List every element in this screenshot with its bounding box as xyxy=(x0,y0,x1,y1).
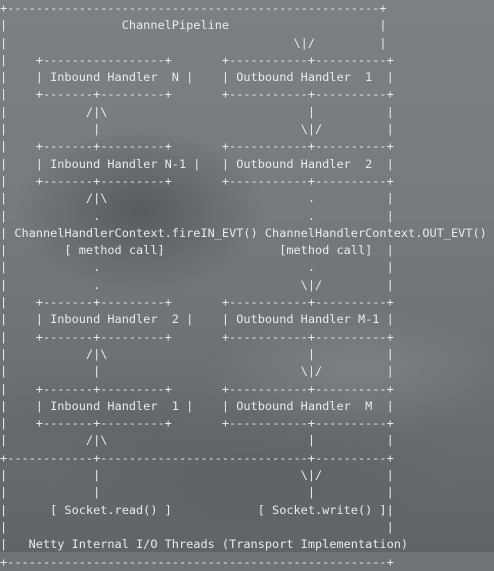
diagram-line: | /|\ | | xyxy=(0,433,394,448)
diagram-line: | | \|/ | xyxy=(0,122,394,137)
diagram-line: | +-------+---------+ +-----------+-----… xyxy=(0,87,394,102)
diagram-line: +------------+--------------------------… xyxy=(0,450,394,465)
diagram-line: | | | | xyxy=(0,485,394,500)
diagram-line: | ChannelHandlerContext.fireIN_EVT() Cha… xyxy=(0,225,487,240)
diagram-line: | +-------+---------+ +-----------+-----… xyxy=(0,329,394,344)
diagram-line: | | \|/ | xyxy=(0,468,394,483)
diagram-line: | [ Socket.read() ] [ Socket.write() ]| xyxy=(0,502,394,517)
diagram-line: | /|\ | | xyxy=(0,346,394,361)
diagram-line: | ChannelPipeline | xyxy=(0,18,387,33)
diagram-line: | | \|/ | xyxy=(0,364,394,379)
diagram-line: | | xyxy=(0,519,394,534)
diagram-line: | +-------+---------+ +-----------+-----… xyxy=(0,173,394,188)
diagram-line: +---------------------------------------… xyxy=(0,1,387,15)
background-image xyxy=(0,0,494,552)
diagram-line: | | Inbound Handler N | | Outbound Handl… xyxy=(0,70,394,85)
diagram-line: | +-------+---------+ +-----------+-----… xyxy=(0,295,394,310)
diagram-line: | | Inbound Handler 2 | | Outbound Handl… xyxy=(0,312,394,327)
diagram-line: | /|\ | | xyxy=(0,104,394,119)
diagram-line: | [ method call] [method call] | xyxy=(0,243,394,258)
diagram-line: | +-------+---------+ +-----------+-----… xyxy=(0,381,394,396)
diagram-line: | +-----------------+ +-----------+-----… xyxy=(0,52,394,67)
diagram-line: +---------------------------------------… xyxy=(0,554,394,569)
diagram-line: | /|\ . | xyxy=(0,191,394,206)
diagram-line: | | Inbound Handler 1 | | Outbound Handl… xyxy=(0,398,394,413)
diagram-line: | . . | xyxy=(0,208,394,223)
diagram-line: | +-------+---------+ +-----------+-----… xyxy=(0,416,394,431)
diagram-line: | . . | xyxy=(0,260,394,275)
diagram-line: | \|/ | xyxy=(0,35,387,50)
diagram-line: | . \|/ | xyxy=(0,277,394,292)
diagram-line: | Netty Internal I/O Threads (Transport … xyxy=(0,537,409,552)
diagram-line: | | Inbound Handler N-1 | | Outbound Han… xyxy=(0,156,394,171)
diagram-line: | +-------+---------+ +-----------+-----… xyxy=(0,139,394,154)
